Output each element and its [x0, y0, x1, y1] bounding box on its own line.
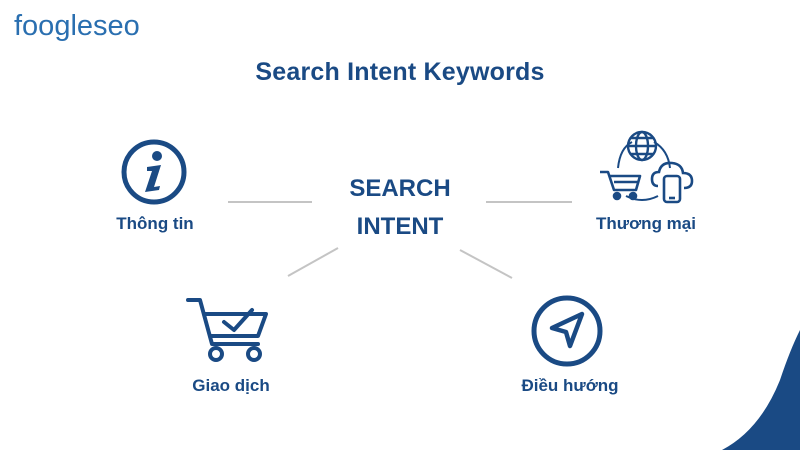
node-label-commercial: Thương mại: [596, 214, 696, 233]
center-line-1: SEARCH: [349, 175, 451, 202]
navigation-arrow-icon: [530, 294, 604, 368]
connector-navigational: [459, 249, 513, 279]
brand-logo[interactable]: foogleseo: [14, 6, 204, 46]
cloud-phone-icon: [650, 161, 694, 204]
info-circle-icon: [120, 138, 188, 206]
node-label-transactional: Giao dịch: [192, 376, 270, 395]
logo-wordmark: foogleseo: [14, 10, 140, 42]
globe-icon: [626, 130, 658, 162]
node-label-informational: Thông tin: [116, 214, 194, 233]
search-intent-center: SEARCH INTENT: [300, 170, 500, 246]
cart-small-icon: [600, 170, 642, 201]
center-line-2: INTENT: [356, 213, 444, 240]
corner-decoration: [722, 330, 800, 450]
node-label-navigational: Điều hướng: [521, 376, 619, 395]
commerce-network-icon: [596, 128, 700, 208]
connector-transactional: [287, 247, 339, 277]
page-title: Search Intent Keywords: [255, 58, 545, 86]
cart-check-icon: [186, 296, 276, 366]
